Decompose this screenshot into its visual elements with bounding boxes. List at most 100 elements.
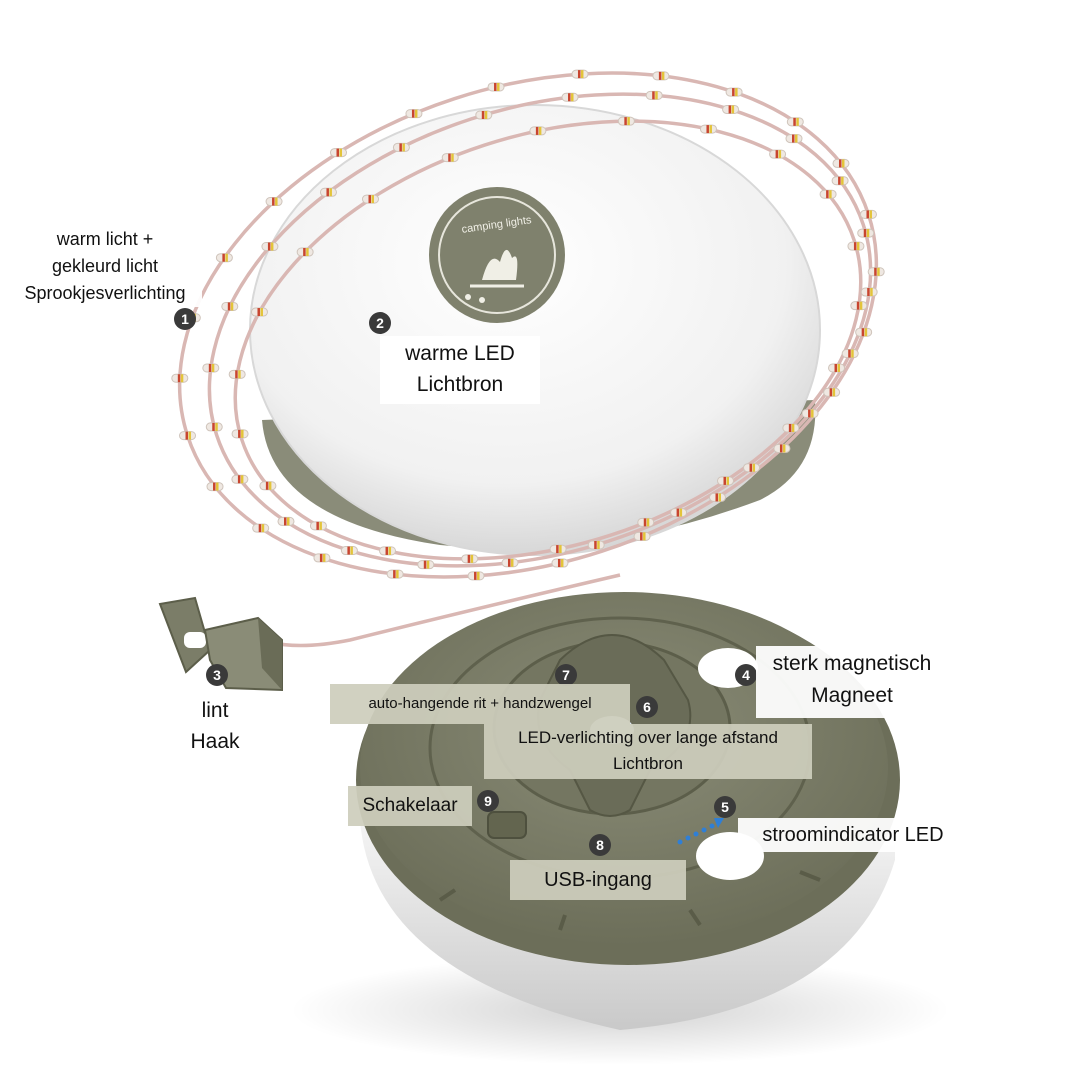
badge-2: 2 <box>369 312 391 334</box>
led-bead <box>637 517 655 527</box>
led-bead <box>722 104 740 114</box>
led-bead <box>773 443 791 453</box>
led-bead <box>405 109 423 119</box>
led-bead <box>850 301 868 311</box>
led-bead <box>215 253 233 263</box>
led-bead <box>231 429 249 439</box>
led-bead <box>228 369 246 379</box>
led-bead <box>467 571 485 581</box>
switch-button <box>487 811 527 839</box>
led-bead <box>823 387 841 397</box>
badge-4: 4 <box>735 664 757 686</box>
label-hook: lint Haak <box>170 695 260 757</box>
led-bead <box>329 148 347 158</box>
led-bead <box>786 117 804 127</box>
led-bead <box>386 569 404 579</box>
led-bead <box>202 363 220 373</box>
led-bead <box>171 373 189 383</box>
label-hook-line2: Haak <box>190 730 240 753</box>
camping-logo <box>429 187 565 323</box>
led-bead <box>617 116 635 126</box>
led-bead <box>645 90 663 100</box>
led-bead <box>231 474 249 484</box>
label-fairy-lights-line3: Sprookjesverlichting <box>24 283 186 303</box>
led-bead <box>670 508 688 518</box>
led-bead <box>475 110 493 120</box>
led-bead <box>725 87 743 97</box>
indicator-arrow <box>677 818 724 845</box>
led-bead <box>549 544 567 554</box>
led-bead <box>782 423 800 433</box>
led-bead <box>847 241 865 251</box>
led-bead <box>259 481 277 491</box>
led-bead <box>828 363 846 373</box>
led-bead <box>392 142 410 152</box>
led-bead <box>819 189 837 199</box>
led-bead <box>313 553 331 563</box>
led-bead <box>529 126 547 136</box>
led-bead <box>179 431 197 441</box>
led-bead <box>587 540 605 550</box>
label-warm-led: warme LED Lichtbron <box>380 336 540 404</box>
led-bead <box>487 82 505 92</box>
led-bead <box>859 209 877 219</box>
label-long-range-line2: Lichtbron <box>613 754 683 773</box>
led-bead <box>785 134 803 144</box>
badge-3: 3 <box>206 664 228 686</box>
label-switch: Schakelaar <box>348 786 472 826</box>
led-bead <box>250 307 268 317</box>
label-magnet: sterk magnetisch Magneet <box>756 646 948 718</box>
led-bead <box>743 463 761 473</box>
label-long-range-line1: LED-verlichting over lange afstand <box>518 728 778 747</box>
led-bead <box>857 228 875 238</box>
led-bead <box>277 516 295 526</box>
led-bead <box>417 560 435 570</box>
badge-8: 8 <box>589 834 611 856</box>
led-bead <box>831 176 849 186</box>
badge-6: 6 <box>636 696 658 718</box>
label-auto-hanging-line1: auto-hangende rit + handzwengel <box>368 695 592 712</box>
led-bead <box>867 267 885 277</box>
badge-1: 1 <box>174 308 196 330</box>
label-usb: USB-ingang <box>510 860 686 900</box>
fairy-light-leds <box>171 69 885 581</box>
led-bead <box>561 92 579 102</box>
led-bead <box>221 301 239 311</box>
led-bead <box>855 327 873 337</box>
led-bead <box>841 349 859 359</box>
label-power-indicator: stroomindicator LED <box>738 818 968 852</box>
led-bead <box>571 69 589 79</box>
badge-9: 9 <box>477 790 499 812</box>
led-bead <box>501 558 519 568</box>
label-magnet-line2: Magneet <box>811 684 893 707</box>
label-long-range: LED-verlichting over lange afstand Licht… <box>484 724 812 779</box>
label-warm-led-line1: warme LED <box>405 342 515 365</box>
label-fairy-lights: warm licht + gekleurd licht Sprookjesver… <box>8 226 202 307</box>
led-bead <box>362 194 380 204</box>
led-bead <box>832 158 850 168</box>
led-bead <box>319 187 337 197</box>
led-bead <box>340 546 358 556</box>
label-warm-led-line2: Lichtbron <box>416 373 504 396</box>
label-magnet-line1: sterk magnetisch <box>772 652 932 675</box>
led-bead <box>633 531 651 541</box>
led-bead <box>441 153 459 163</box>
label-power-indicator-line1: stroomindicator LED <box>762 824 944 846</box>
label-usb-line1: USB-ingang <box>544 869 652 891</box>
led-bead <box>252 523 270 533</box>
label-switch-line1: Schakelaar <box>362 795 458 816</box>
led-bead <box>261 242 279 252</box>
label-hook-line1: lint <box>201 699 229 722</box>
label-fairy-lights-line2: gekleurd licht <box>51 256 159 276</box>
led-bead <box>551 558 569 568</box>
label-fairy-lights-line1: warm licht + <box>56 229 154 249</box>
led-bead <box>801 408 819 418</box>
badge-5: 5 <box>714 796 736 818</box>
led-bead <box>716 476 734 486</box>
led-bead <box>461 554 479 564</box>
led-bead <box>709 492 727 502</box>
led-bead <box>652 71 670 81</box>
led-bead <box>206 482 224 492</box>
led-bead <box>769 149 787 159</box>
led-bead <box>699 124 717 134</box>
